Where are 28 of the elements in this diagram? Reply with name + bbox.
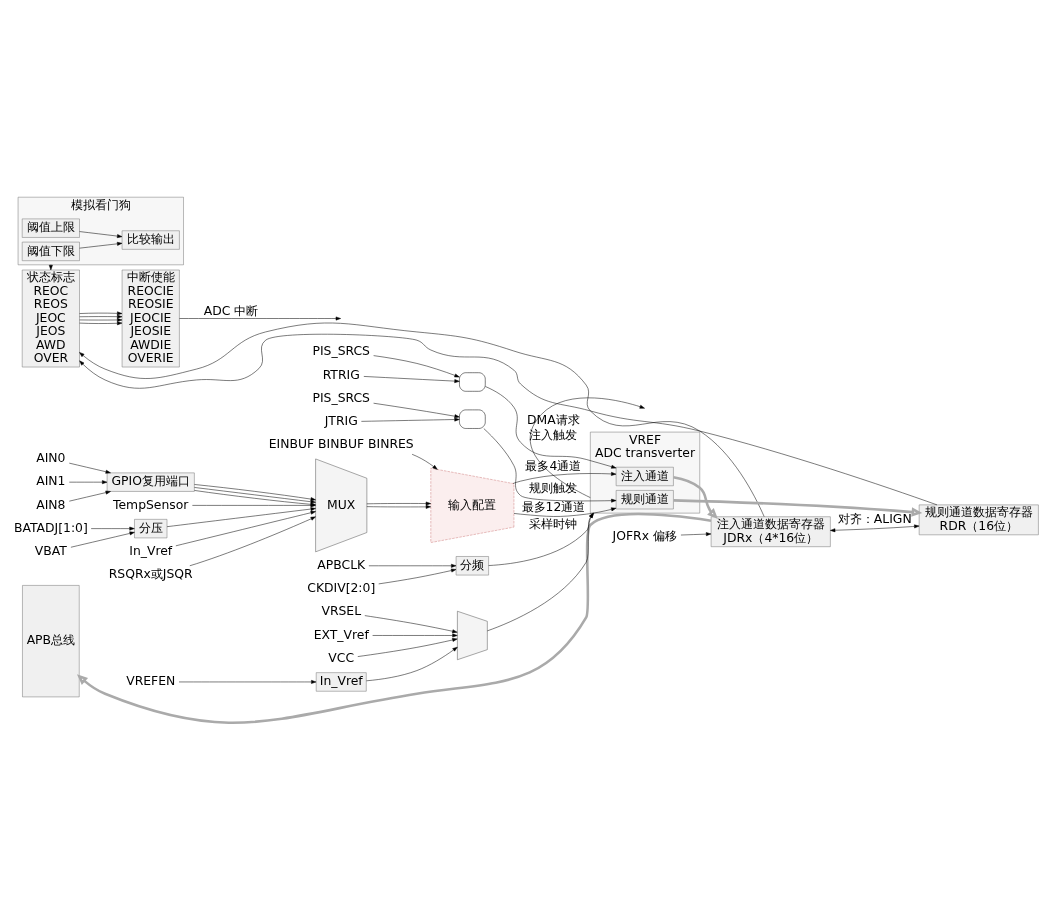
node-text: PIS_SRCS	[312, 390, 370, 405]
node-text: EXT_Vref	[313, 627, 369, 642]
node-text: JOFRx 偏移	[612, 528, 677, 543]
node-text: EINBUF BINBUF BINRES	[268, 436, 414, 451]
node-text: APBCLK	[317, 557, 366, 572]
node-text: VCC	[328, 650, 355, 665]
node-text: In_Vref	[129, 543, 173, 558]
node-text: VBAT	[34, 543, 67, 558]
node-text: JTRIG	[324, 413, 358, 428]
edge-label: DMA请求	[527, 412, 580, 427]
node-text: AIN0	[36, 450, 66, 465]
edge-label: 注入触发	[529, 427, 578, 442]
edge-label: 对齐：ALIGN	[837, 511, 912, 526]
edge-label: 最多12通道	[521, 499, 586, 514]
node-text: BATADJ[1:0]	[13, 520, 88, 535]
edge-label: 最多4通道	[525, 458, 582, 473]
node-text: CKDIV[2:0]	[307, 580, 376, 595]
node-text: RTRIG	[322, 367, 360, 381]
edge-label: 采样时钟	[529, 516, 578, 531]
edge-label: ADC 中断	[203, 303, 259, 318]
node-text: VRSEL	[321, 603, 362, 618]
node-text: TempSensor	[113, 497, 189, 512]
node-text: VREFEN	[126, 673, 176, 688]
node-text: AIN8	[36, 497, 66, 512]
node-text: PIS_SRCS	[312, 343, 370, 358]
node-text: AIN1	[36, 473, 66, 488]
node-text: RSQRx或JSQR	[108, 566, 193, 581]
edge-label: 规则触发	[529, 480, 578, 495]
